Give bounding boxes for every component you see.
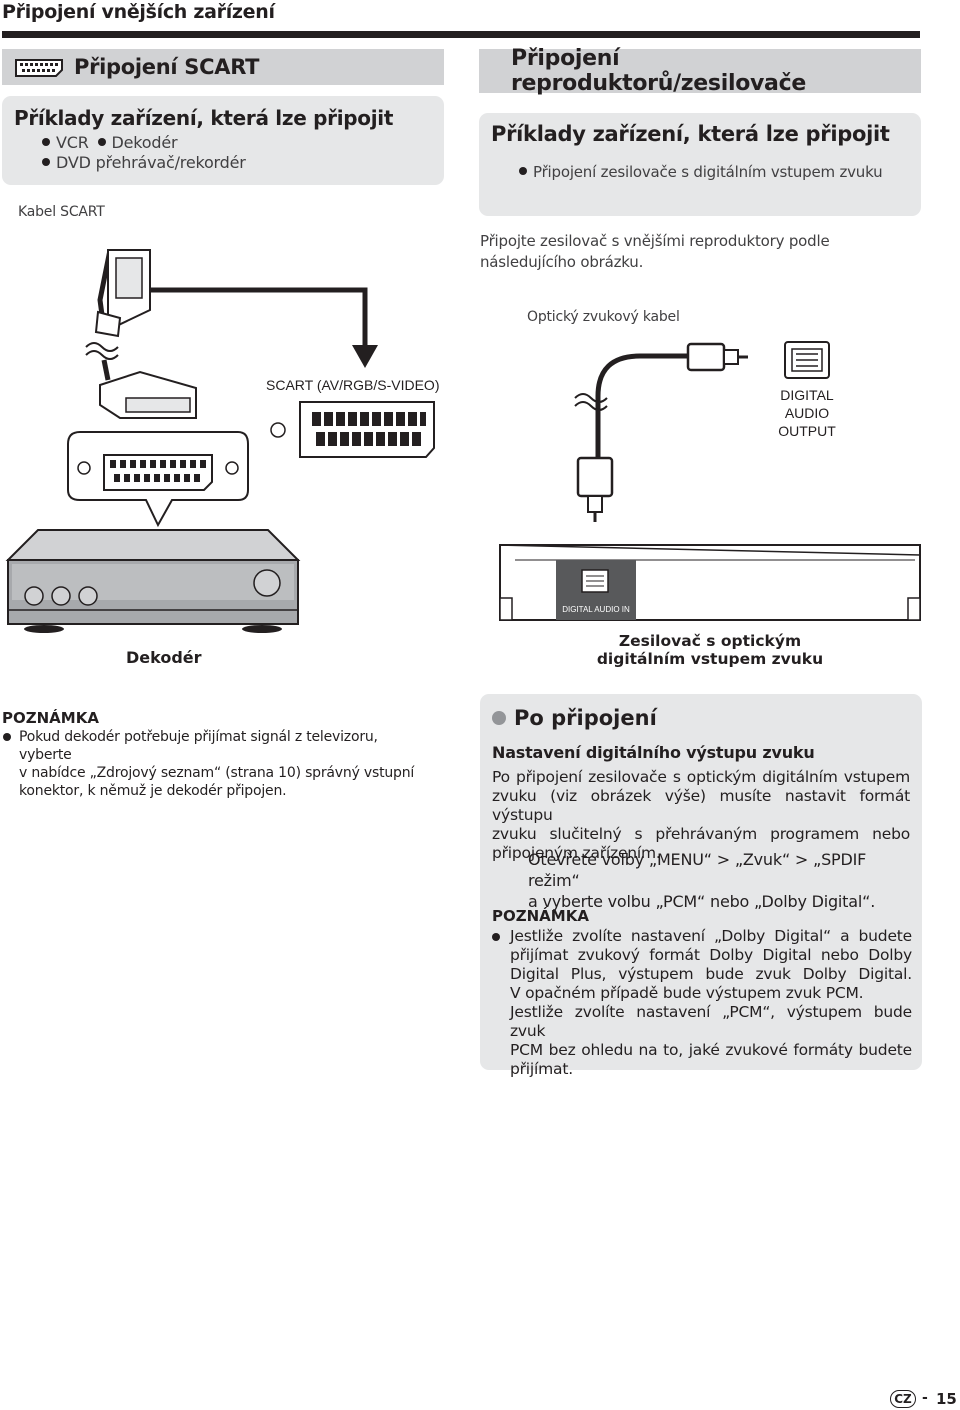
bullet-icon (492, 711, 506, 725)
optical-plug-right (686, 342, 748, 372)
language-badge: CZ (890, 1390, 916, 1408)
scart-plug-bottom (99, 370, 197, 419)
bullet-icon (492, 933, 500, 941)
speaker-example-item: Připojení zesilovače s digitálním vstupe… (519, 163, 883, 181)
scart-note: Pokud dekodér potřebuje přijímat signál … (3, 728, 433, 800)
scart-plug-top (94, 249, 151, 338)
speaker-intro: Připojte zesilovač s vnějšími reprodukto… (480, 231, 830, 273)
bullet-icon (519, 167, 527, 175)
bullet-icon (42, 138, 50, 146)
decoder-device (5, 529, 301, 633)
scart-section-bar: Připojení SCART (2, 49, 444, 85)
speaker-intro-line1: Připojte zesilovač s vnějšími reprodukto… (480, 232, 830, 250)
title-rule (2, 31, 920, 38)
scart-examples-line2: DVD přehrávač/rekordér (42, 153, 246, 172)
after-note-title: POZNÁMKA (492, 907, 589, 925)
after-subheading: Nastavení digitálního výstupu zvuku (492, 743, 815, 762)
page-title: Připojení vnějších zařízení (2, 1, 275, 23)
digital-audio-in-label: DIGITAL AUDIO IN (562, 605, 630, 614)
scart-connector-icon (15, 59, 63, 77)
after-note: Jestliže zvolíte nastavení „Dolby Digita… (492, 927, 912, 1079)
digital-audio-output-label: DIGITAL AUDIO OUTPUT (778, 387, 836, 439)
scart-note-title: POZNÁMKA (2, 709, 99, 727)
after-body: Po připojení zesilovače s optickým digit… (492, 768, 910, 862)
example-vcr: VCR (56, 133, 89, 152)
scart-examples-line1: VCR Dekodér (42, 133, 178, 152)
scart-section-title: Připojení SCART (74, 55, 260, 79)
after-connection-box: Po připojení Nastavení digitálního výstu… (480, 694, 922, 1078)
speaker-examples-box: Příklady zařízení, která lze připojit Př… (479, 113, 921, 216)
after-heading: Po připojení (492, 706, 657, 730)
page-number: 15 (936, 1390, 957, 1408)
after-instructions: Otevřete volby „MENU“ > „Zvuk“ > „SPDIF … (528, 850, 876, 911)
amplifier-device (499, 544, 921, 621)
amplifier-label: Zesilovač s optickým digitálním vstupem … (596, 632, 824, 668)
scart-examples-box: Příklady zařízení, která lze připojit VC… (2, 96, 444, 185)
speaker-examples-heading: Příklady zařízení, která lze připojit (491, 122, 890, 146)
scart-examples-heading: Příklady zařízení, která lze připojit (14, 106, 394, 130)
example-dvd: DVD přehrávač/rekordér (56, 153, 246, 172)
decoder-label: Dekodér (126, 648, 202, 667)
optical-plug-bottom (576, 456, 614, 522)
optical-port-icon (784, 341, 830, 379)
speaker-section-bar: Připojení reproduktorů/zesilovače (479, 46, 921, 96)
optical-cable-label: Optický zvukový kabel (527, 309, 680, 325)
example-decoder: Dekodér (111, 133, 178, 152)
bullet-icon (42, 158, 50, 166)
page-number-sep: - (922, 1390, 928, 1406)
scart-cable-label: Kabel SCART (18, 204, 105, 220)
speaker-intro-line2: následujícího obrázku. (480, 253, 644, 271)
bullet-icon (97, 138, 106, 146)
bullet-icon (3, 733, 11, 741)
speaker-section-title: Připojení reproduktorů/zesilovače (511, 46, 806, 96)
scart-port-label: SCART (AV/RGB/S-VIDEO) (266, 377, 440, 393)
connection-diagram (5, 249, 921, 633)
